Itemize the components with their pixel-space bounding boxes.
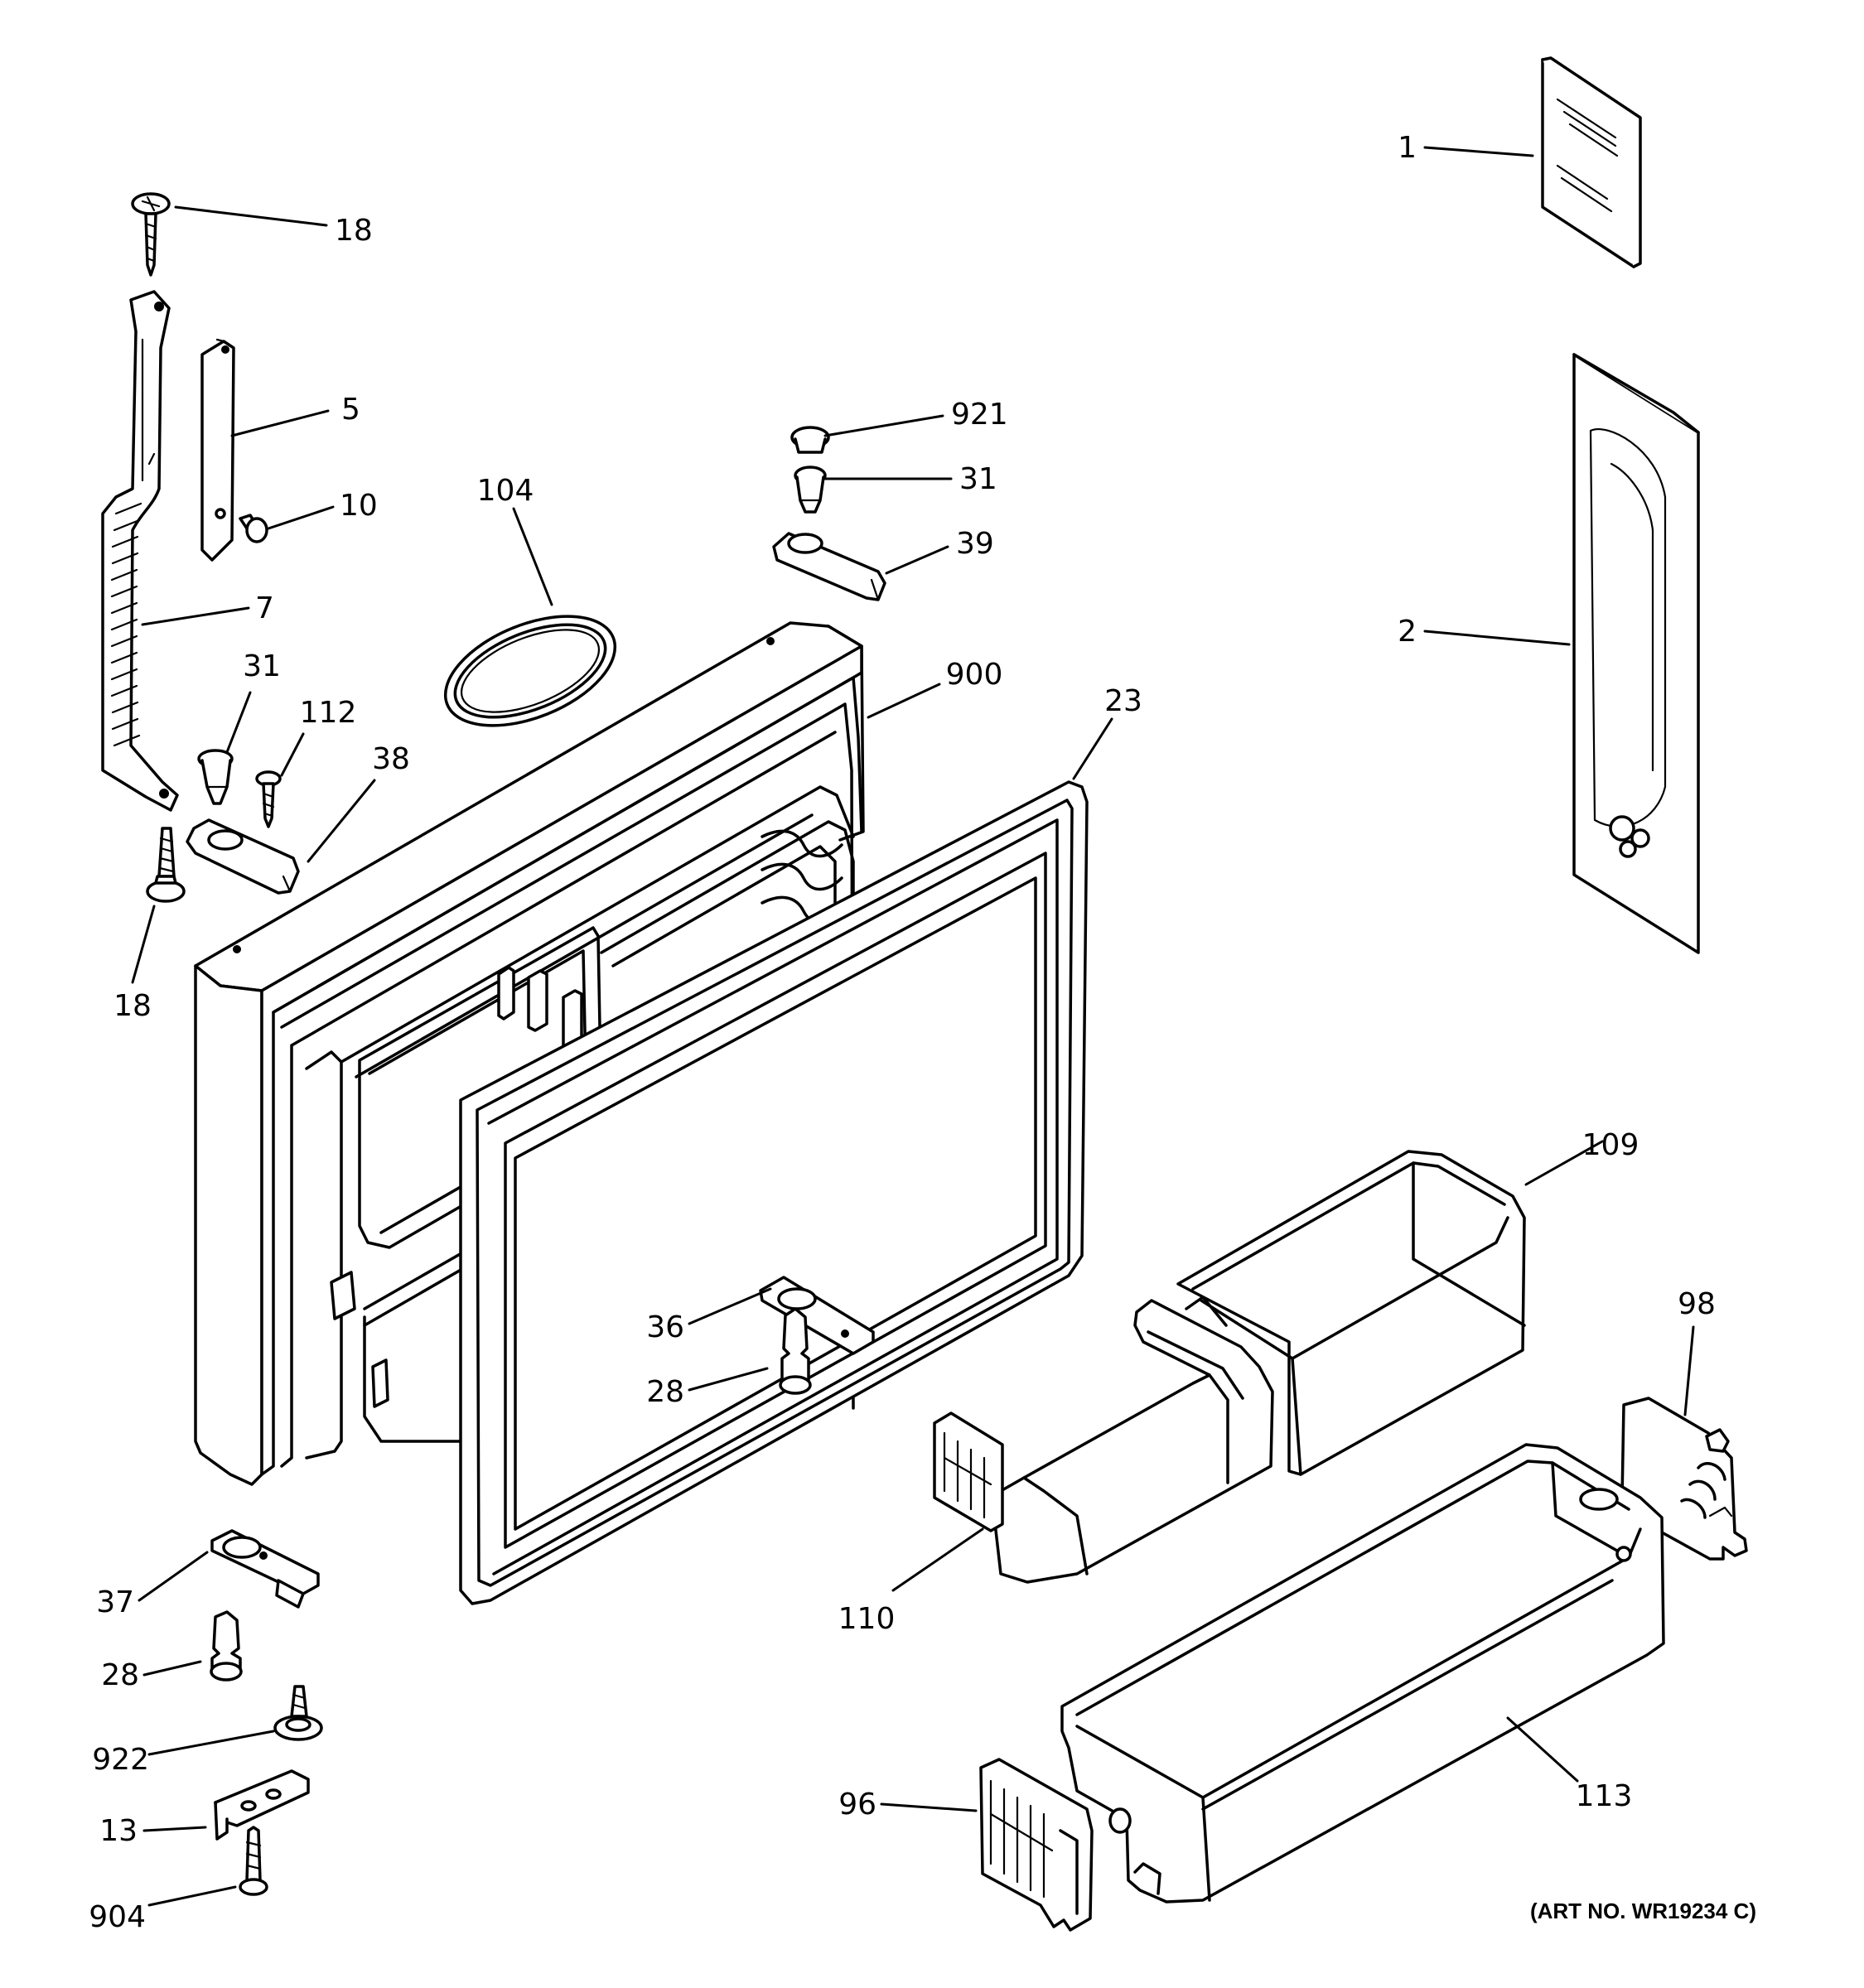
- callout-904: 904: [89, 1900, 146, 1934]
- part-109-door-bin: [1176, 1150, 1526, 1476]
- callout-1: 1: [1398, 131, 1417, 165]
- callout-28-center: 28: [646, 1375, 684, 1409]
- callout-18-top: 18: [335, 214, 373, 248]
- part-104-seal-ring: [443, 615, 617, 727]
- callout-5: 5: [341, 393, 360, 427]
- part-31-bushing-left: [197, 749, 234, 805]
- callout-900: 900: [946, 658, 1003, 692]
- part-110-door-bin: [933, 1299, 1274, 1584]
- callout-38: 38: [372, 742, 410, 776]
- art-number: (ART NO. WR19234 C): [1530, 1899, 1756, 1923]
- part-921-cap: [790, 426, 830, 454]
- callout-109: 109: [1582, 1128, 1639, 1162]
- callout-110: 110: [838, 1602, 896, 1636]
- part-112-screw: [255, 770, 282, 828]
- part-13-bracket: [214, 1769, 310, 1841]
- callout-922: 922: [92, 1743, 149, 1777]
- part-18-screw-top: [131, 192, 171, 277]
- part-7-harness-bracket: [101, 290, 179, 812]
- part-900-door-assembly: [194, 621, 868, 1486]
- part-904-screw: [239, 1826, 268, 1896]
- callout-113: 113: [1576, 1779, 1633, 1813]
- callout-23: 23: [1104, 684, 1142, 718]
- part-1-literature-booklet: [1541, 56, 1642, 268]
- part-5-bracket: [200, 338, 235, 562]
- part-113-large-door-bin: [1060, 1443, 1665, 1904]
- callout-7: 7: [255, 591, 274, 625]
- callout-112: 112: [300, 696, 357, 730]
- callout-921: 921: [951, 398, 1008, 432]
- callout-96: 96: [838, 1788, 876, 1822]
- part-37-hinge-plate-lower: [210, 1529, 320, 1609]
- callout-10: 10: [340, 489, 378, 523]
- part-28-pivot-lower: [210, 1610, 243, 1682]
- part-36-plate: [759, 1276, 875, 1355]
- callout-28-lower: 28: [101, 1658, 139, 1692]
- part-38-hinge-plate: [186, 818, 300, 895]
- part-922-screw-washer: [273, 1685, 323, 1741]
- callout-39: 39: [956, 527, 994, 561]
- callout-labels: 1 2 5 7 10 13 18 18 23 28 28 31 31 36 37…: [89, 131, 1716, 1934]
- part-31-bushing-right: [794, 466, 827, 514]
- callout-104: 104: [477, 474, 534, 508]
- part-23-door-gasket: [459, 780, 1089, 1605]
- part-96-end-clip: [979, 1758, 1094, 1932]
- callout-13: 13: [99, 1814, 138, 1848]
- callout-37: 37: [96, 1585, 134, 1619]
- callout-36: 36: [646, 1310, 684, 1344]
- part-2-door-handle-trim: [1572, 353, 1700, 954]
- callout-18-lower: 18: [113, 989, 152, 1023]
- leader-lines: [131, 146, 1695, 1907]
- part-28-pivot-center: [779, 1307, 812, 1395]
- callout-31-left: 31: [243, 649, 281, 683]
- part-10-plug: [239, 514, 268, 543]
- part-39-hinge-cover: [772, 532, 886, 601]
- part-18-screw-lower: [146, 827, 186, 903]
- callout-2: 2: [1398, 615, 1417, 649]
- callout-98: 98: [1678, 1287, 1716, 1321]
- callout-31-right: 31: [959, 462, 997, 496]
